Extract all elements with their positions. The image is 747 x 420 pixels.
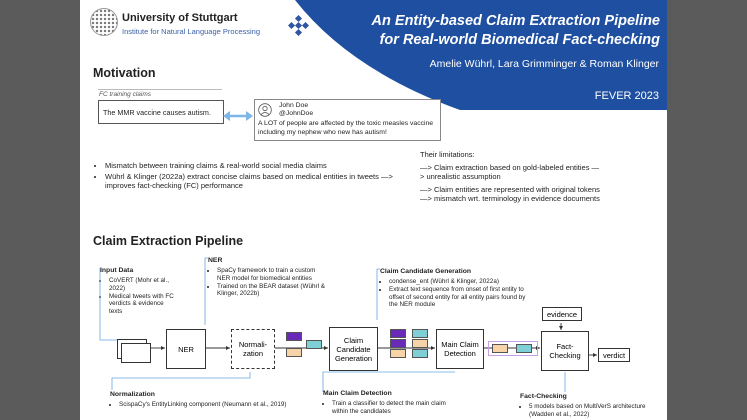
venue: FEVER 2023 (594, 90, 659, 102)
entity-tag (286, 348, 302, 357)
ner-node: NER (166, 329, 206, 369)
motivation-heading: Motivation (93, 66, 156, 80)
mcd-item: Train a classifier to detect the main cl… (332, 400, 462, 416)
ner-list: SpaCy framework to train a custom NER mo… (208, 267, 327, 298)
right-margin (667, 0, 747, 420)
fc-claim-card: The MMR vaccine causes autism. (98, 100, 224, 124)
limitation-item: —> Claim entities are represented with o… (420, 184, 600, 204)
tweet-handle: @JohnDoe (279, 110, 314, 117)
normalization-node: Normali-zation (231, 329, 275, 369)
mcd-list: Train a classifier to detect the main cl… (323, 400, 462, 416)
limitations-title: Their limitations: (420, 150, 475, 159)
ccg-list: condense_ent (Wührl & Klinger, 2022a) Ex… (380, 278, 529, 309)
input-document-icon (121, 343, 151, 363)
evidence-node: evidence (542, 307, 582, 321)
candidate-tag (390, 329, 406, 338)
main-claim-frame (488, 341, 538, 356)
pipeline-heading: Claim Extraction Pipeline (93, 234, 244, 248)
main-claim-tag (516, 344, 532, 353)
fc-item: 5 models based on MultiVerS architecture… (529, 403, 667, 419)
candidate-tag (412, 339, 428, 348)
ner-item: SpaCy framework to train a custom NER mo… (217, 267, 327, 283)
authors: Amelie Wührl, Lara Grimminger & Roman Kl… (429, 58, 659, 70)
poster-sheet: University of Stuttgart Institute for Na… (80, 0, 667, 420)
tweet-card: John Doe @JohnDoe A LOT of people are af… (254, 99, 441, 141)
title-banner (295, 0, 667, 110)
input-item: CoVERT (Mohr et al., 2022) (109, 277, 175, 293)
normalization-list: ScispaCy's EntityLinking component (Neum… (110, 401, 289, 409)
candidate-tag (412, 349, 428, 358)
verdict-node: verdict (598, 348, 630, 362)
fc-title: Fact-Checking (520, 393, 567, 400)
candidate-tag (390, 339, 406, 348)
ccg-item: Extract text sequence from onset of firs… (389, 286, 529, 309)
entity-tag (286, 332, 302, 341)
normalization-item: ScispaCy's EntityLinking component (Neum… (119, 401, 289, 409)
fc-list: 5 models based on MultiVerS architecture… (520, 403, 667, 419)
ccg-item: condense_ent (Wührl & Klinger, 2022a) (389, 278, 529, 286)
tweet-text: A LOT of people are affected by the toxi… (258, 120, 434, 136)
motivation-bullet: Mismatch between training claims & real-… (105, 161, 405, 171)
ims-logo-icon (288, 14, 310, 36)
double-arrow-icon (223, 111, 253, 121)
left-margin (0, 0, 80, 420)
institute-name: Institute for Natural Language Processin… (122, 27, 260, 36)
motivation-bullets: Mismatch between training claims & real-… (93, 161, 405, 192)
candidate-tag (412, 329, 428, 338)
title-line-1: An Entity-based Claim Extraction Pipelin… (371, 13, 660, 29)
input-list: CoVERT (Mohr et al., 2022) Medical tweet… (100, 277, 175, 316)
fact-checking-node: Fact-Checking (541, 331, 589, 371)
university-name: University of Stuttgart (122, 12, 238, 24)
ccg-title: Claim Candidate Generation (380, 268, 472, 275)
entity-tag (306, 340, 322, 349)
mcd-title: Main Claim Detection (323, 390, 392, 397)
main-claim-tag (492, 344, 508, 353)
fc-claim-text: The MMR vaccine causes autism. (103, 108, 211, 117)
user-avatar-icon (258, 103, 272, 117)
university-logo (90, 8, 118, 36)
normalization-title: Normalization (110, 391, 155, 398)
tweet-user: John Doe (279, 102, 309, 109)
title-line-2: for Real-world Biomedical Fact-checking (379, 32, 660, 48)
limitation-item: —> Claim extraction based on gold-labele… (420, 162, 600, 182)
motivation-bullet: Wührl & Klinger (2022a) extract concise … (105, 172, 405, 191)
mcd-node: Main Claim Detection (436, 329, 484, 369)
input-title: Input Data (100, 267, 134, 274)
ner-title: NER (208, 257, 223, 264)
fc-claims-label: FC training claims (99, 91, 152, 98)
ccg-node: Claim Candidate Generation (329, 327, 378, 371)
poster-title: An Entity-based Claim Extraction Pipelin… (330, 12, 660, 50)
input-item: Medical tweets with FC verdicts & eviden… (109, 293, 175, 316)
limitations: Their limitations: —> Claim extraction b… (420, 150, 600, 204)
ner-item: Trained on the BEAR dataset (Wührl & Kli… (217, 283, 327, 299)
candidate-tag (390, 349, 406, 358)
fc-claims-frame (98, 89, 222, 101)
